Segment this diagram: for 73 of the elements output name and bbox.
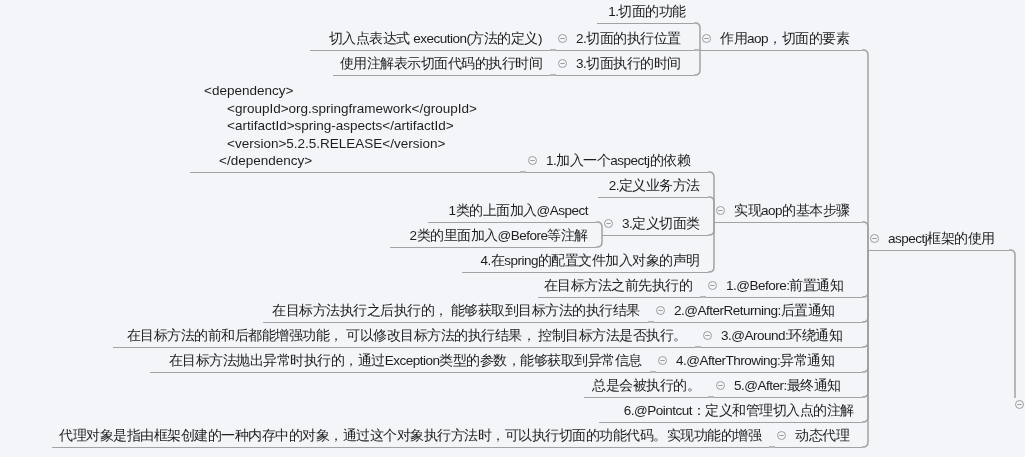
connector-line [519,171,527,173]
topic [868,228,1009,251]
topic-text: 动态代理 [795,426,849,445]
topic-text: 总是会被执行的。 [592,376,700,395]
topic [602,213,708,236]
topic-text: aspectj框架的使用 [888,229,995,248]
topic-text: 2.定义业务方法 [608,176,700,195]
topic-text: 3.切面执行的时间 [576,54,681,73]
connector-line [595,221,603,236]
topic [556,53,694,76]
topic [390,225,596,248]
topic [706,275,862,298]
topic [700,28,862,51]
topic-text: 切入点表达式 execution(方法的定义) [328,29,542,48]
topic-text: 在目标方法执行之后执行的， 能够获取到目标方法的执行结果 [272,301,640,320]
topic [598,175,708,198]
topic [656,350,862,373]
connector-line [707,396,715,398]
topic [52,425,769,448]
topic [599,400,862,423]
topic [597,1,694,24]
topic [714,375,862,398]
connector-line [1008,249,1016,399]
topic [538,275,700,298]
topic-text: 2.切面的执行位置 [576,29,681,48]
topic [462,250,708,273]
topic-text: 在目标方法的前和后都能增强功能， 可以修改目标方法的执行结果， 控制目标方法是否执行。 [127,326,687,345]
code-text: <dependency> <groupId>org.springframework</groupId> <artifactId>spring-aspects</artifactId> <version>5.2.5.RELEASE</version> </dependency> [204,82,477,170]
topic-text: 2.@AfterReturning:后置通知 [674,301,835,320]
connector-line [768,446,776,448]
connector-line [694,346,702,348]
connector-line [549,49,557,51]
topic-text: 1.@Before:前置通知 [726,276,844,295]
topic-text: 6.@Pointcut：定义和管理切入点的注解 [623,401,854,420]
topic-text: 3.@Around:环绕通知 [721,326,843,345]
topic-text: 1.切面的功能 [608,2,686,21]
connector-line [647,321,655,323]
connector-line [861,221,869,251]
topic [150,350,650,373]
topic [263,300,648,323]
connector-line [549,74,557,76]
topic-text: 实现aop的基本步骤 [734,201,850,220]
topic [526,150,708,173]
topic-text: 4.@AfterThrowing:异常通知 [676,351,835,370]
topic-text: 代理对象是指由框架创建的一种内存中的对象，通过这个对象执行方法时，可以执行切面的功能代码。实现功能的增强 [59,426,761,445]
topic [556,28,694,51]
topic-text: 使用注解表示切面代码的执行时间 [339,54,542,73]
topic-text: 3.定义切面类 [622,214,700,233]
topic [654,300,862,323]
topic [333,53,550,76]
topic [775,425,862,448]
topic-text: 作用aop，切面的要素 [720,29,850,48]
connector-line [707,221,715,273]
topic-text: 1类的上面加入@Aspect [448,201,588,220]
topic [584,375,708,398]
topic [701,325,862,348]
topic [428,200,596,223]
topic [113,325,695,348]
topic-text: 2类的里面加入@Before等注解 [409,226,588,245]
topic-text: 4.在spring的配置文件加入对象的声明 [480,251,700,270]
connector-line [693,22,701,51]
topic-text: 5.@After:最终通知 [734,376,841,395]
topic-text: 在目标方法抛出异常时执行的，通过Exception类型的参数，能够获取到异常信息 [168,351,642,370]
topic [714,200,862,223]
topic [310,28,550,51]
connector-line [699,296,707,298]
connector-line [595,234,603,248]
connector-line [707,196,715,223]
topic-text: 在目标方法之前先执行的 [543,276,692,295]
connector-line [649,371,657,373]
topic-text: 1.加入一个aspectj的依赖 [546,151,691,170]
connector-line [693,49,701,51]
connector-line [693,49,701,76]
